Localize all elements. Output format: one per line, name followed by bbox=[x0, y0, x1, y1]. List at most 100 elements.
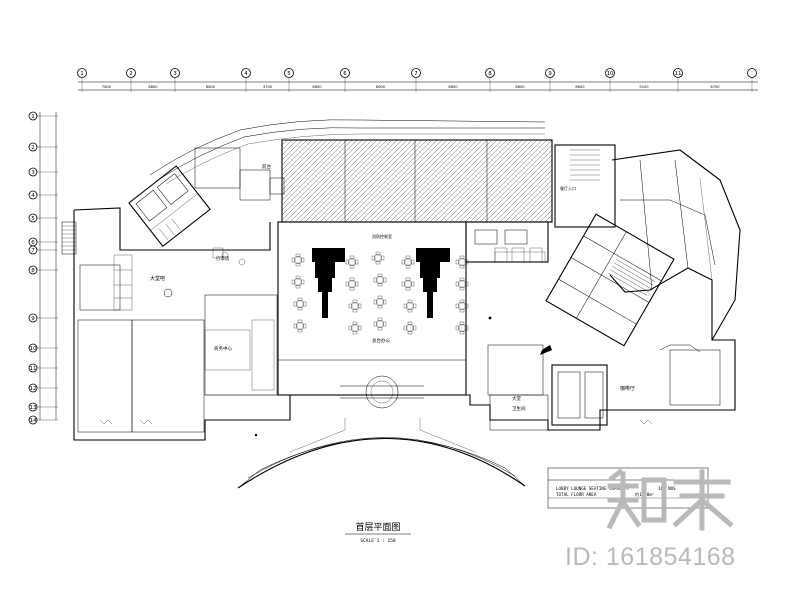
bar-counter-east bbox=[416, 248, 450, 318]
room-label: 前台 bbox=[262, 163, 271, 170]
grid-bubble-left: 3 bbox=[28, 167, 58, 177]
grid-bubble-top: 8 bbox=[485, 68, 495, 78]
seating-cluster bbox=[455, 321, 469, 335]
dimension-text: 8600 bbox=[575, 85, 585, 89]
room-label: 商务中心 bbox=[214, 345, 232, 352]
dimension-text: 6700 bbox=[710, 85, 720, 89]
grid-bubble-label: 10 bbox=[607, 71, 614, 77]
grid-bubble-label: 6 bbox=[343, 71, 347, 77]
rotated-wing-east bbox=[545, 213, 675, 347]
entrance-rotunda bbox=[340, 375, 424, 409]
building-outline bbox=[61, 119, 741, 489]
seating-cluster bbox=[403, 321, 417, 335]
grid-bubble-label: 1 bbox=[31, 114, 35, 120]
seating-cluster bbox=[293, 319, 307, 333]
room-label: 行李房 bbox=[216, 255, 230, 262]
seating-cluster bbox=[403, 299, 417, 313]
dimension-text: 8800 bbox=[448, 85, 458, 89]
drawing-title-block: 首层平面图 SCALE 1 : 150 bbox=[345, 521, 411, 544]
grid-bubble-top bbox=[747, 68, 757, 78]
grid-bubble-left: 13 bbox=[28, 402, 58, 412]
dimension-text: 8800 bbox=[148, 85, 158, 89]
grid-bubble-label: 1 bbox=[80, 71, 84, 77]
grid-bubble-label: 2 bbox=[31, 145, 35, 151]
room-labels: 大堂吧 商务中心 前台 行李房 总台办公 咖啡厅 大堂 卫生间 消防控制室 餐厅… bbox=[150, 163, 635, 412]
rotated-wing-northwest bbox=[128, 165, 211, 248]
grid-bubble-label: 11 bbox=[675, 71, 682, 77]
room-label: 咖啡厅 bbox=[620, 385, 635, 392]
room-label: 大堂 bbox=[512, 395, 521, 402]
seating-cluster bbox=[373, 295, 387, 309]
grid-bubble-left: 11 bbox=[28, 363, 58, 373]
drawing-scale: SCALE 1 : 150 bbox=[360, 538, 396, 544]
grid-bubble-label: 4 bbox=[244, 71, 248, 77]
grid-bubble-left: 14 bbox=[28, 415, 58, 425]
dimension-text: 8800 bbox=[206, 85, 216, 89]
grid-bubble-label: 14 bbox=[30, 418, 37, 424]
grid-bubble-top: 7 bbox=[411, 68, 421, 78]
grid-bubble-top: 2 bbox=[126, 68, 136, 78]
legend-seating-value: 108 NOS bbox=[658, 486, 676, 491]
seating-cluster bbox=[348, 321, 362, 335]
grid-bubble-left: 2 bbox=[28, 142, 58, 152]
grid-bubble-label: 5 bbox=[31, 216, 35, 222]
legend-area-label: TOTAL FLOOR AREA bbox=[556, 492, 597, 497]
seating-cluster bbox=[401, 255, 415, 269]
dimension-text: 7800 bbox=[102, 85, 112, 89]
grid-bubble-label: 12 bbox=[30, 386, 37, 392]
seating-cluster bbox=[455, 277, 469, 291]
seating-cluster bbox=[373, 273, 387, 287]
room-label: 餐厅入口 bbox=[560, 185, 576, 191]
seating-cluster bbox=[401, 277, 415, 291]
seating-cluster bbox=[373, 317, 387, 331]
grid-bubble-left: 4 bbox=[28, 190, 58, 200]
drawing-title: 首层平面图 bbox=[355, 521, 400, 533]
seating-cluster bbox=[345, 255, 359, 269]
watermark-logo bbox=[606, 468, 734, 531]
seating-cluster bbox=[371, 251, 385, 265]
grid-bubble-label: 2 bbox=[129, 71, 133, 77]
grid-bubble-label: 8 bbox=[488, 71, 492, 77]
grid-bubble-label: 9 bbox=[31, 316, 35, 322]
grid-bubble-top: 4 bbox=[241, 68, 251, 78]
hatched-north-hall bbox=[281, 139, 553, 223]
lounge-seating bbox=[291, 251, 469, 335]
grid-bubble-label: 10 bbox=[30, 346, 37, 352]
grid-bubble-top: 5 bbox=[284, 68, 294, 78]
room-label: 消防控制室 bbox=[372, 233, 392, 239]
bar-counter-west bbox=[312, 248, 345, 318]
grid-bubble-label: 8 bbox=[31, 268, 35, 274]
grid-bubble-label: 3 bbox=[31, 170, 35, 176]
grid-bubble-top: 10 bbox=[605, 68, 615, 78]
grid-bubble-left: 12 bbox=[28, 383, 58, 393]
grid-bubble-label: 9 bbox=[548, 71, 552, 77]
grid-bubble-label: 7 bbox=[414, 71, 418, 77]
watermark-id: ID: 161854168 bbox=[565, 543, 736, 571]
room-label: 卫生间 bbox=[512, 405, 526, 412]
stair-northeast bbox=[570, 149, 600, 181]
seating-cluster bbox=[345, 277, 359, 291]
seating-cluster bbox=[455, 299, 469, 313]
room-label: 大堂吧 bbox=[150, 275, 165, 282]
dimension-text: 8600 bbox=[376, 85, 386, 89]
room-label: 总台办公 bbox=[372, 337, 390, 344]
fan-wing-east bbox=[611, 149, 741, 406]
grid-bubble-label: 5 bbox=[287, 71, 291, 77]
grid-bubble-left: 1 bbox=[28, 111, 58, 121]
grid-bubble-top: 1 bbox=[77, 68, 87, 78]
entrance-canopy bbox=[237, 418, 526, 489]
grid-bubble-label: 13 bbox=[30, 405, 37, 411]
grid-bubble-left: 5 bbox=[28, 213, 58, 223]
grid-bubble-label: 7 bbox=[31, 248, 35, 254]
grid-bubble-top: 6 bbox=[340, 68, 350, 78]
grid-bubble-top: 9 bbox=[545, 68, 555, 78]
grid-bubble-top: 11 bbox=[673, 68, 683, 78]
grid-bubble-top: 3 bbox=[170, 68, 180, 78]
grid-bubble-left: 6 bbox=[28, 237, 58, 247]
grid-bubble-label: 4 bbox=[31, 193, 35, 199]
grid-bubble-left: 9 bbox=[28, 313, 58, 323]
legend-seating-label: LOBBY LOUNGE SEATING CAPACITY bbox=[556, 486, 630, 491]
grid-bubble-left: 10 bbox=[28, 343, 58, 353]
